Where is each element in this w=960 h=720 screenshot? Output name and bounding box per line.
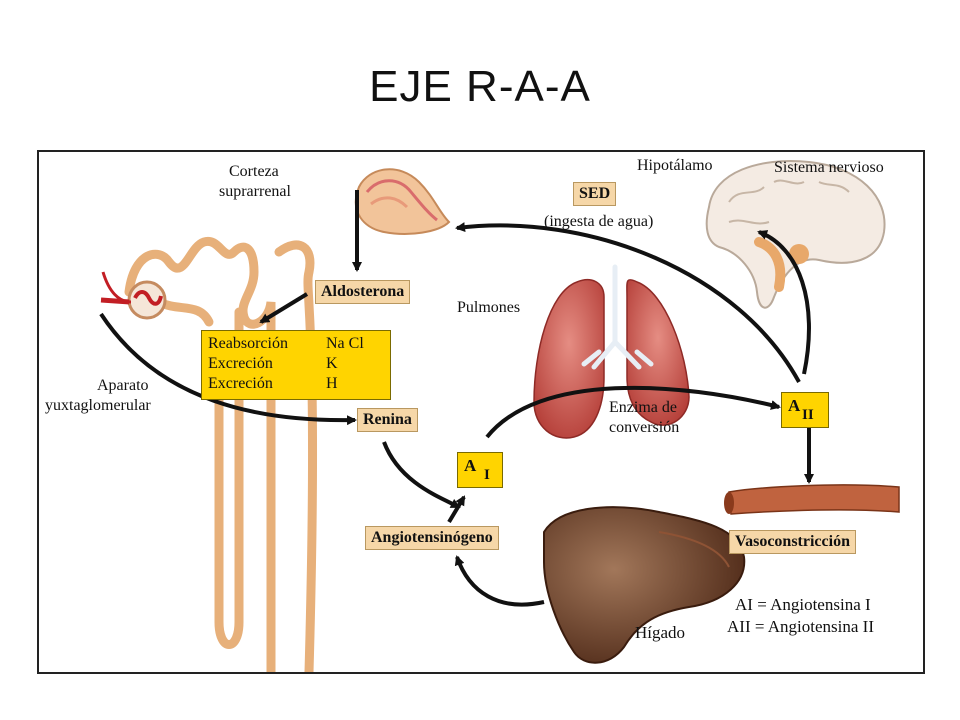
label-enzima-2: conversión bbox=[609, 419, 680, 436]
reab-row-1-ion: Na Cl bbox=[326, 335, 364, 352]
diagram-arrows bbox=[99, 190, 814, 607]
arrow-a2-to-hipotalamo bbox=[757, 230, 811, 375]
label-pulmones: Pulmones bbox=[457, 299, 521, 316]
label-hipotalamo: Hipotálamo bbox=[637, 157, 713, 174]
box-renina: Renina bbox=[357, 408, 418, 432]
label-suprarrenal: suprarrenal bbox=[219, 183, 291, 200]
reab-row-3-action: Excreción bbox=[208, 375, 273, 392]
box-a1: A I bbox=[457, 452, 503, 488]
label-higado: Hígado bbox=[635, 623, 686, 642]
arrow-aldosterona-to-reabsorcion bbox=[259, 292, 309, 324]
slide-title: EJE R-A-A bbox=[369, 62, 591, 111]
arrow-higado-to-angiotensinogeno bbox=[454, 555, 545, 607]
arrow-a2-to-adrenal bbox=[455, 222, 801, 383]
reab-row-2-ion: K bbox=[326, 355, 338, 372]
arrow-aparato-to-renina bbox=[99, 312, 357, 426]
diagram-illustration bbox=[99, 160, 900, 672]
label-enzima-1: Enzima de bbox=[609, 399, 677, 416]
glomerulus-illustration bbox=[100, 271, 167, 320]
adrenal-illustration bbox=[354, 168, 451, 235]
label-corteza: Corteza bbox=[229, 163, 279, 180]
label-sistema-nervioso: Sistema nervioso bbox=[774, 159, 884, 176]
a1-letter: A bbox=[464, 456, 477, 475]
vessel-illustration bbox=[724, 484, 900, 515]
box-sed: SED bbox=[573, 182, 617, 206]
legend-aii: AII = Angiotensina II bbox=[727, 617, 874, 636]
box-vasoconstriccion: Vasoconstricción bbox=[729, 530, 856, 554]
raa-diagram: Corteza suprarrenal Hipotálamo Sistema n… bbox=[37, 150, 925, 674]
a1-subscript: I bbox=[484, 467, 490, 483]
label-aparato: Aparato bbox=[97, 377, 149, 394]
box-angiotensinogeno: Angiotensinógeno bbox=[365, 526, 499, 550]
arrow-angiotensinogeno-to-a1 bbox=[447, 495, 466, 524]
label-ingesta: (ingesta de agua) bbox=[544, 213, 654, 230]
arrow-renina-to-a1 bbox=[382, 441, 461, 509]
arrow-a1-to-a2 bbox=[485, 385, 781, 439]
reab-row-1-action: Reabsorción bbox=[208, 335, 288, 352]
brain-illustration bbox=[705, 160, 886, 309]
legend-ai: AI = Angiotensina I bbox=[735, 595, 871, 614]
box-a2: A II bbox=[781, 392, 829, 428]
reab-row-2-action: Excreción bbox=[208, 355, 273, 372]
box-aldosterona: Aldosterona bbox=[315, 280, 411, 304]
a2-subscript: II bbox=[802, 407, 814, 423]
reab-row-3-ion: H bbox=[326, 375, 338, 392]
label-yuxtaglomerular: yuxtaglomerular bbox=[45, 397, 151, 414]
liver-illustration bbox=[543, 506, 746, 664]
a2-letter: A bbox=[788, 396, 801, 415]
